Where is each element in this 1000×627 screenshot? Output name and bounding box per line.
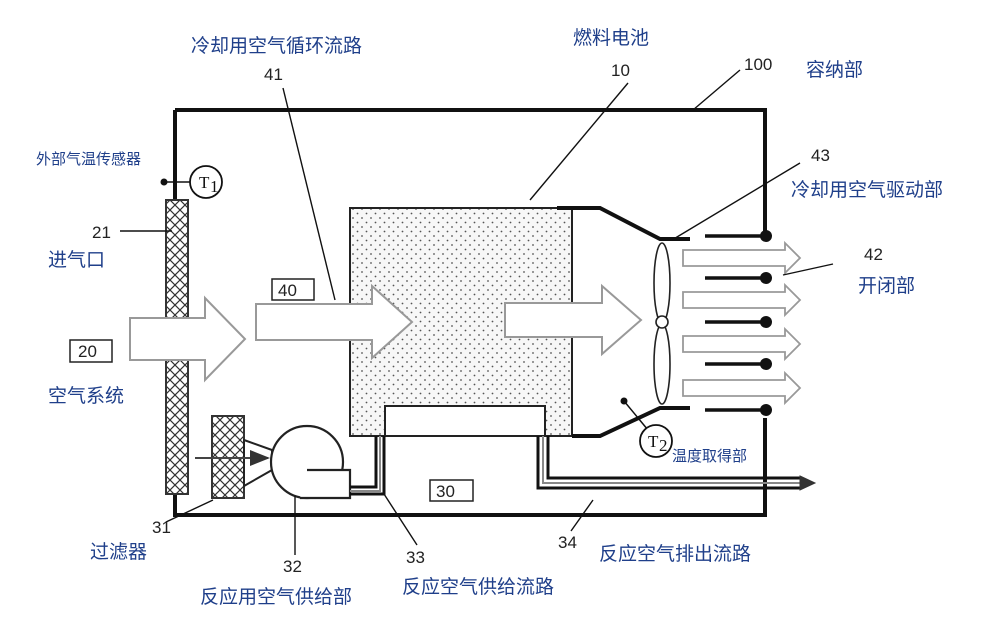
exhaust-path-label: 反应空气排出流路	[599, 543, 751, 565]
container-number: 100	[744, 55, 772, 74]
temp-acquire-label: 温度取得部	[672, 447, 747, 465]
exhaust-flow-arrows	[682, 240, 802, 406]
svg-text:40: 40	[278, 281, 297, 300]
reaction-air-blower	[243, 424, 352, 500]
supply-path-number: 33	[406, 548, 425, 567]
cooling-air-path-label: 冷却用空气循环流路	[191, 35, 362, 57]
svg-text:30: 30	[436, 482, 455, 501]
cooling-drive-number: 43	[811, 146, 830, 165]
leader-lines	[120, 69, 834, 555]
inlet-number: 21	[92, 223, 111, 242]
cooling-fan	[653, 242, 671, 405]
filter-number: 31	[152, 518, 171, 537]
sensor-t2-label: T	[648, 432, 659, 451]
container-label: 容纳部	[806, 59, 863, 81]
reaction-air-supply-path	[350, 436, 386, 496]
shutter-pivots	[760, 230, 772, 416]
outside-temp-sensor-label: 外部气温传感器	[36, 150, 141, 168]
exhaust-path-number: 34	[558, 533, 577, 552]
exhaust-temperature-sensor: T 2	[620, 397, 673, 458]
svg-text:20: 20	[78, 342, 97, 361]
fuel-cell-number: 10	[611, 61, 630, 80]
supply-path-label: 反应空气供给流路	[402, 576, 554, 598]
inlet-label: 进气口	[48, 249, 105, 271]
supply-unit-label: 反应用空气供给部	[200, 586, 352, 608]
fuel-cell-manifold	[384, 405, 546, 437]
cooling-air-path-number: 41	[264, 65, 283, 84]
box-30: 30	[429, 479, 474, 502]
sensor-t1-subscript: 1	[210, 177, 219, 196]
outside-temperature-sensor: T 1	[160, 165, 223, 199]
air-system-label: 空气系统	[48, 385, 124, 407]
sensor-t1-label: T	[199, 173, 210, 192]
shutter-bars	[705, 234, 764, 412]
box-20: 20	[69, 339, 113, 363]
outlet-flow-arrow	[504, 283, 643, 357]
supply-unit-number: 32	[283, 557, 302, 576]
opening-label: 开闭部	[858, 275, 915, 297]
cooling-drive-label: 冷却用空气驱动部	[791, 179, 943, 201]
inlet-flow-arrow	[129, 295, 247, 383]
box-40: 40	[271, 278, 315, 301]
sensor-t2-subscript: 2	[659, 436, 668, 455]
cooling-flow-arrow	[255, 283, 414, 361]
fuel-cell-label: 燃料电池	[573, 27, 649, 49]
reaction-air-exhaust-path	[536, 436, 817, 491]
filter-label: 过滤器	[90, 541, 147, 563]
opening-number: 42	[864, 245, 883, 264]
